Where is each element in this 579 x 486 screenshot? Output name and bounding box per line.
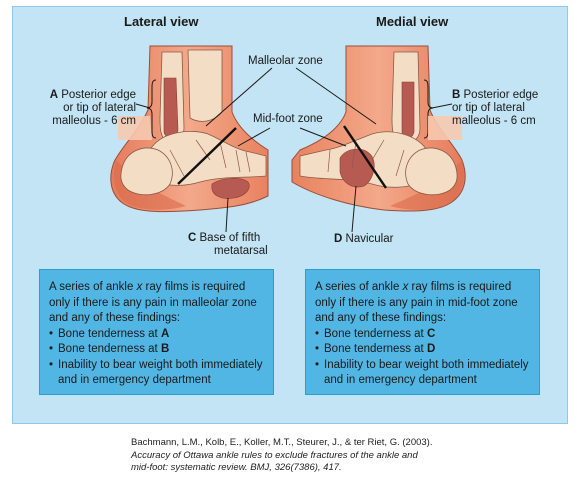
lateral-foot-heel-shadow [113,160,186,210]
label-a-line-1: A Posterior edge [18,89,136,102]
label-a: A Posterior edge or tip of lateral malle… [18,89,136,128]
label-a-letter: A [49,89,58,101]
medial-calcaneus-bone [405,147,458,196]
left-finding-1-text: Bone tenderness at [58,327,161,340]
lateral-zone-highlight [118,116,152,140]
right-finding-1-text: Bone tenderness at [324,327,427,340]
pointer-lines [135,67,453,233]
right-finding-3-line-2: and in emergency department [324,374,477,386]
pointer-midfoot-right [299,127,347,147]
right-finding-3: • Inability to bear weight both immediate… [315,358,531,389]
lateral-zone-a-mark [163,77,179,139]
left-finding-3: • Inability to bear weight both immediate… [49,358,265,389]
label-b-line-1: B Posterior edge [452,89,570,102]
right-finding-2-letter: D [426,343,436,355]
medial-foot-heel-shadow [390,160,464,210]
midfoot-rule-box: A series of ankle x ray films is require… [305,269,540,395]
label-d-text: Navicular [342,233,394,245]
right-finding-3-line-1: Inability to bear weight both immediatel… [324,358,529,371]
left-findings-list: • Bone tenderness at A • Bone tenderness a… [49,327,265,389]
medial-zone-d-mark [339,148,375,188]
lateral-calcaneus-bone [120,147,173,196]
right-intro-line-1: A series of ankle x ray films is require… [315,280,531,296]
malleolar-rule-box: A series of ankle x ray films is require… [39,269,274,395]
pointer-d [351,185,357,233]
right-finding-2-text: Bone tenderness at [324,343,427,355]
pointer-malleolar-right [295,67,377,125]
right-intro-x: x [402,281,409,293]
left-intro-line-2: only if there is any pain in malleolar z… [49,296,257,309]
midfoot-zone-label: Mid-foot zone [253,113,323,125]
left-finding-2-letter: B [160,343,170,355]
label-a-line-3: malleolus - 6 cm [52,115,136,127]
right-findings-list: • Bone tenderness at C • Bone tenderness a… [315,327,531,389]
bullet: • [315,358,320,371]
pointer-c [225,197,229,233]
label-a-text-1: Posterior edge [58,89,136,101]
malleolar-zone-label: Malleolar zone [248,55,323,67]
label-c-letter: C [188,232,197,244]
medial-midfoot-boundary [343,125,387,189]
pointer-midfoot-left [237,127,271,147]
right-intro-line-3: and any of these findings: [315,312,447,324]
label-c: C Base of fifth metatarsal [188,232,280,258]
label-d: D Navicular [334,233,393,246]
medial-zone-b-mark [401,81,415,139]
label-b-line-3: malleolus - 6 cm [452,115,536,127]
label-c-line-1: C Base of fifth [188,232,280,245]
bullet: • [315,343,320,355]
bullet: • [315,327,320,340]
lateral-zone-c-mark [211,178,250,199]
lateral-tibia-bone [187,49,223,122]
citation-line-1: Bachmann, L.M., Kolb, E., Koller, M.T., … [131,437,433,448]
right-intro-text-2: ray films is required [408,281,512,293]
bullet: • [49,343,54,355]
label-b: B Posterior edge or tip of lateral malle… [452,89,570,128]
left-intro-text-2: ray films is required [142,281,246,293]
right-finding-2: • Bone tenderness at D [315,342,531,358]
pointer-b [431,103,453,109]
left-intro-line-1: A series of ankle x ray films is require… [49,280,265,296]
left-finding-1-letter: A [160,327,170,340]
citation-line-3: mid-foot: systematic review. BMJ, 326(73… [131,462,342,473]
bullet: • [49,358,54,371]
medial-foot [291,45,466,212]
right-intro-line-2: only if there is any pain in mid-foot zo… [315,296,518,309]
lateral-midfoot-boundary [177,127,237,185]
label-d-letter: D [334,233,343,245]
right-finding-1-letter: C [426,327,436,340]
lateral-bone-lines [169,139,251,177]
left-finding-2-text: Bone tenderness at [58,343,161,355]
pointer-malleolar-left [205,67,273,127]
label-a-line-2: or tip of lateral [63,102,136,114]
left-intro-text-1: A series of ankle [49,281,137,293]
left-finding-3-line-2: and in emergency department [58,374,211,386]
medial-bone-lines [327,139,405,177]
right-finding-1: • Bone tenderness at C [315,327,531,343]
medial-zone-highlight [428,116,462,140]
label-c-line-2: metatarsal [214,245,268,257]
citation: Bachmann, L.M., Kolb, E., Koller, M.T., … [131,437,511,475]
medial-view-title: Medial view [376,14,449,29]
left-finding-2: • Bone tenderness at B [49,342,265,358]
lateral-bracket-a [146,79,157,139]
left-finding-3-line-1: Inability to bear weight both immediatel… [58,358,263,371]
label-b-letter: B [452,89,461,101]
label-c-text-1: Base of fifth [196,232,261,244]
bullet: • [49,327,54,340]
left-intro-x: x [136,281,143,293]
lateral-view-title: Lateral view [124,14,199,29]
label-b-line-2: or tip of lateral [452,102,525,114]
citation-line-2: Accuracy of Ottawa ankle rules to exclud… [131,449,418,461]
right-intro-text-1: A series of ankle [315,281,403,293]
label-b-text-1: Posterior edge [460,89,539,101]
pointer-a [135,103,151,109]
left-finding-1: • Bone tenderness at A [49,327,265,343]
lateral-foot [110,45,269,213]
left-intro-line-3: and any of these findings: [49,312,181,324]
